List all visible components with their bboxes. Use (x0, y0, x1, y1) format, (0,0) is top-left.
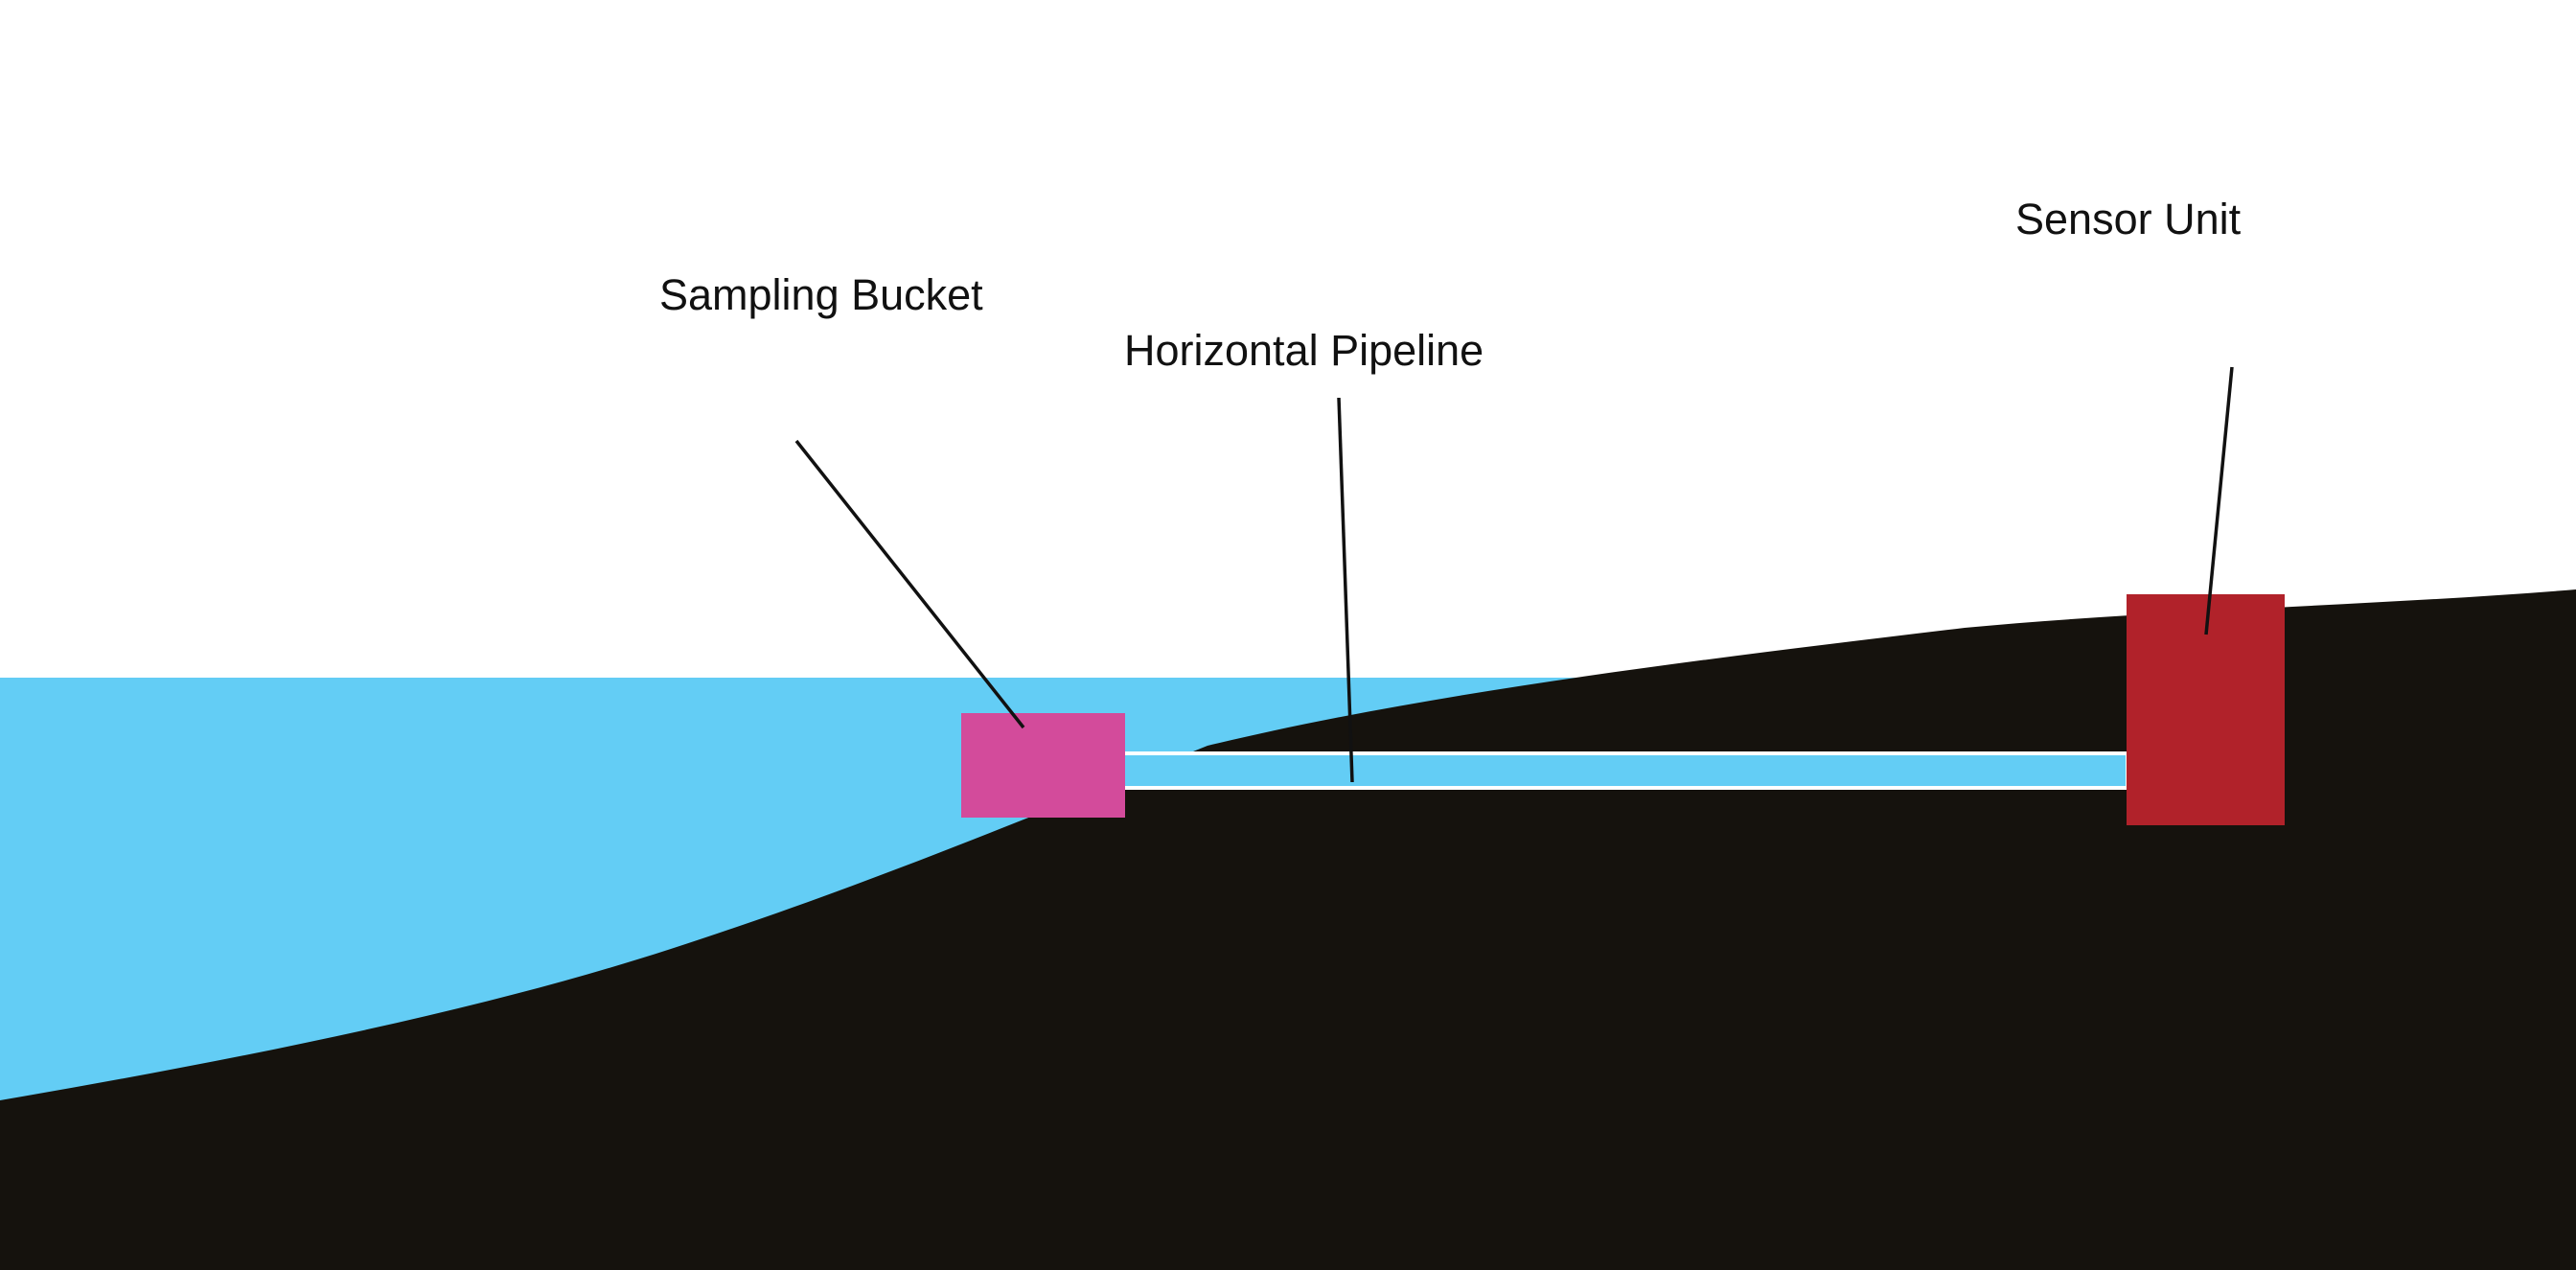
horizontal-pipeline-label: Horizontal Pipeline (1124, 326, 1484, 375)
sensor-unit-leader-line (2204, 366, 2234, 635)
sampling-bucket-label: Sampling Bucket (659, 270, 983, 319)
sensor-unit-label: Sensor Unit (2015, 195, 2242, 243)
sampling-bucket (961, 713, 1125, 818)
sampling-bucket-leader-line (794, 439, 1025, 729)
horizontal-pipeline (1121, 751, 2129, 790)
horizontal-pipeline-leader-line (1337, 397, 1354, 783)
